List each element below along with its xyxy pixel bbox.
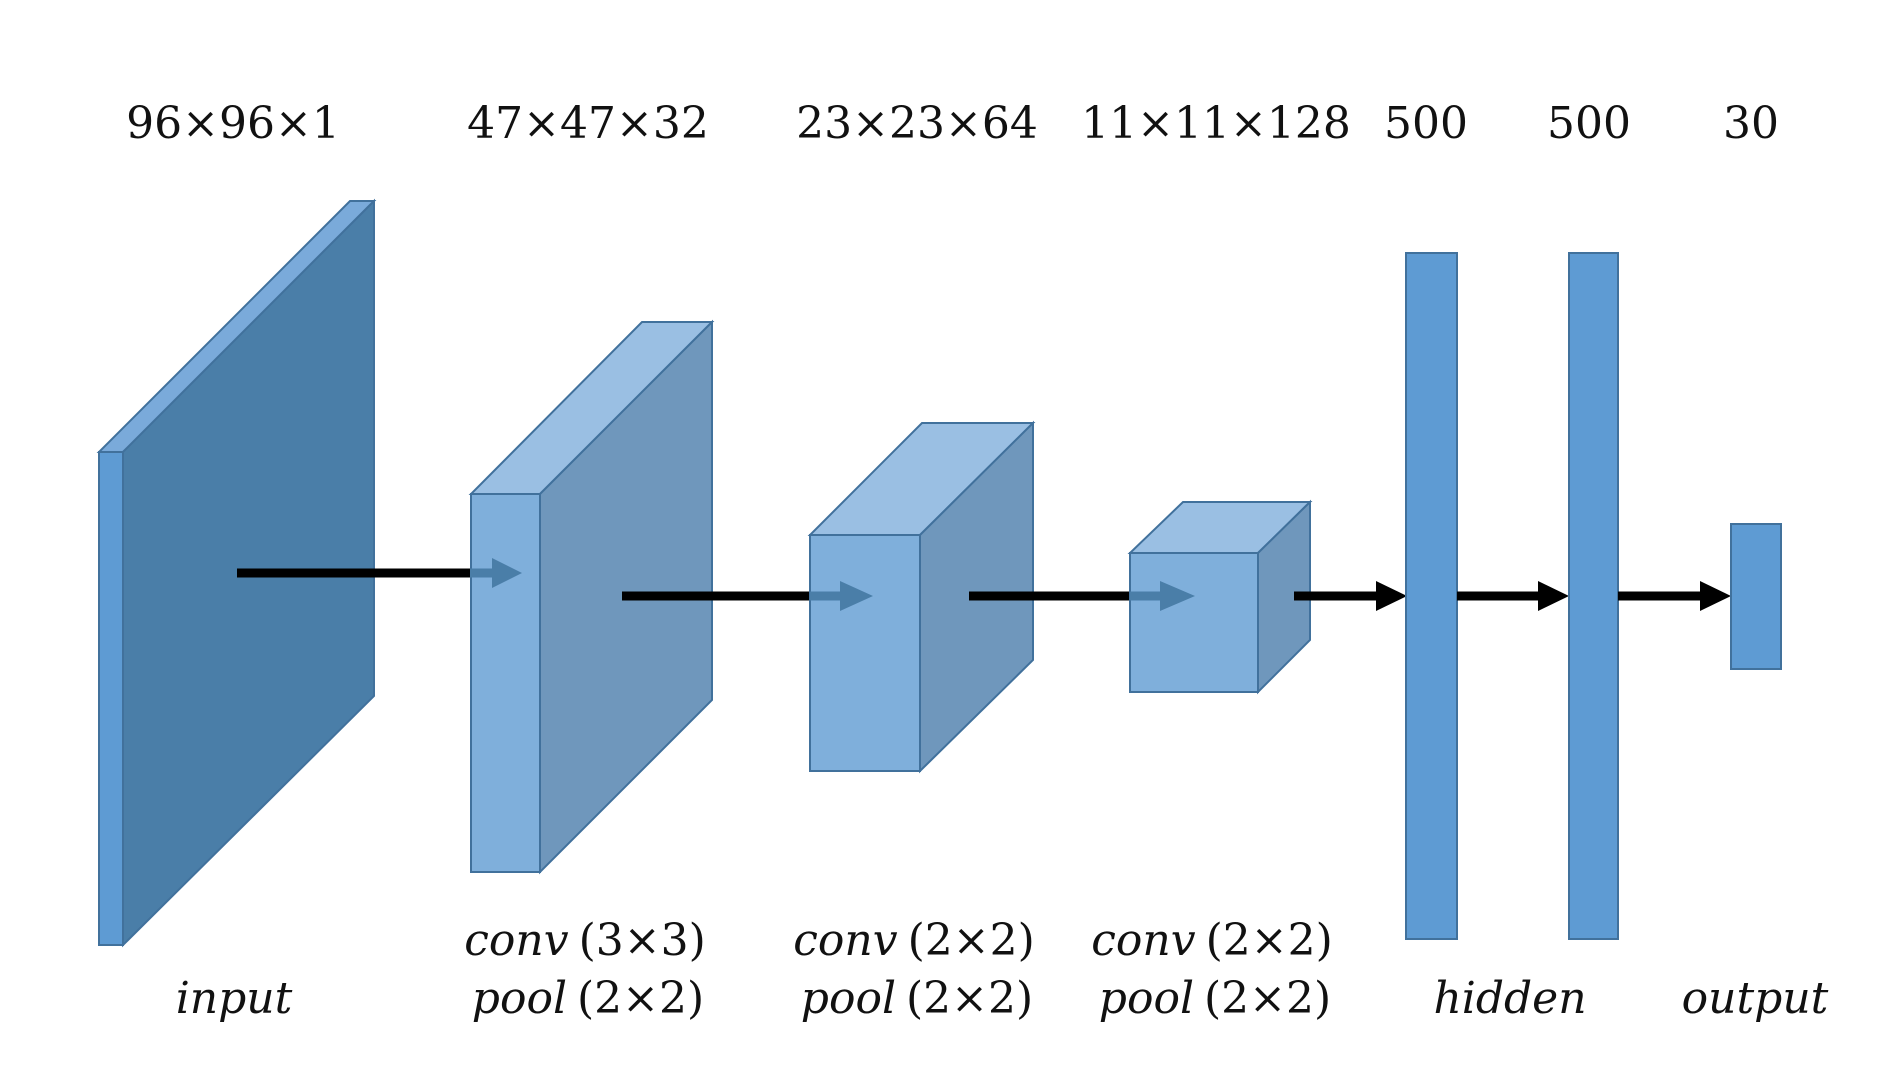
pool-label-conv3: pool(2×2) bbox=[1099, 973, 1331, 1024]
pool-label-conv1: pool(2×2) bbox=[472, 973, 704, 1024]
arrowhead-conv3-to-hidden1 bbox=[1376, 581, 1407, 611]
conv3-inner-arrow-head bbox=[1160, 581, 1195, 611]
conv2-block-front bbox=[809, 534, 921, 772]
dims-label-conv3: 11×11×128 bbox=[1081, 98, 1351, 149]
hidden1-bar bbox=[1405, 252, 1458, 940]
hidden2-bar bbox=[1568, 252, 1619, 940]
dims-label-hidden1: 500 bbox=[1384, 98, 1468, 149]
input-block-front bbox=[98, 451, 124, 946]
layer-name-output: output bbox=[1682, 973, 1829, 1024]
dims-label-conv1: 47×47×32 bbox=[467, 98, 709, 149]
arrowhead-hidden2-to-output bbox=[1700, 581, 1731, 611]
pool-label-conv2: pool(2×2) bbox=[801, 973, 1033, 1024]
layer-name-hidden: hidden bbox=[1433, 973, 1586, 1024]
conv3-block-front bbox=[1129, 552, 1259, 693]
conv3-block bbox=[1127, 499, 1313, 695]
conv1-block-front bbox=[470, 493, 541, 873]
dims-label-output: 30 bbox=[1723, 98, 1779, 149]
conv2-inner-arrow-head bbox=[840, 581, 873, 611]
arrowhead-hidden1-to-hidden2 bbox=[1538, 581, 1569, 611]
op-label-conv1: conv(3×3) bbox=[464, 915, 706, 966]
op-label-conv3: conv(2×2) bbox=[1091, 915, 1333, 966]
dims-label-conv2: 23×23×64 bbox=[796, 98, 1038, 149]
op-label-conv2: conv(2×2) bbox=[793, 915, 1035, 966]
output-bar bbox=[1730, 523, 1782, 670]
conv1-inner-arrow-head bbox=[492, 558, 522, 588]
dims-label-input: 96×96×1 bbox=[126, 98, 340, 149]
layer-name-input: input bbox=[176, 973, 293, 1024]
dims-label-hidden2: 500 bbox=[1547, 98, 1631, 149]
